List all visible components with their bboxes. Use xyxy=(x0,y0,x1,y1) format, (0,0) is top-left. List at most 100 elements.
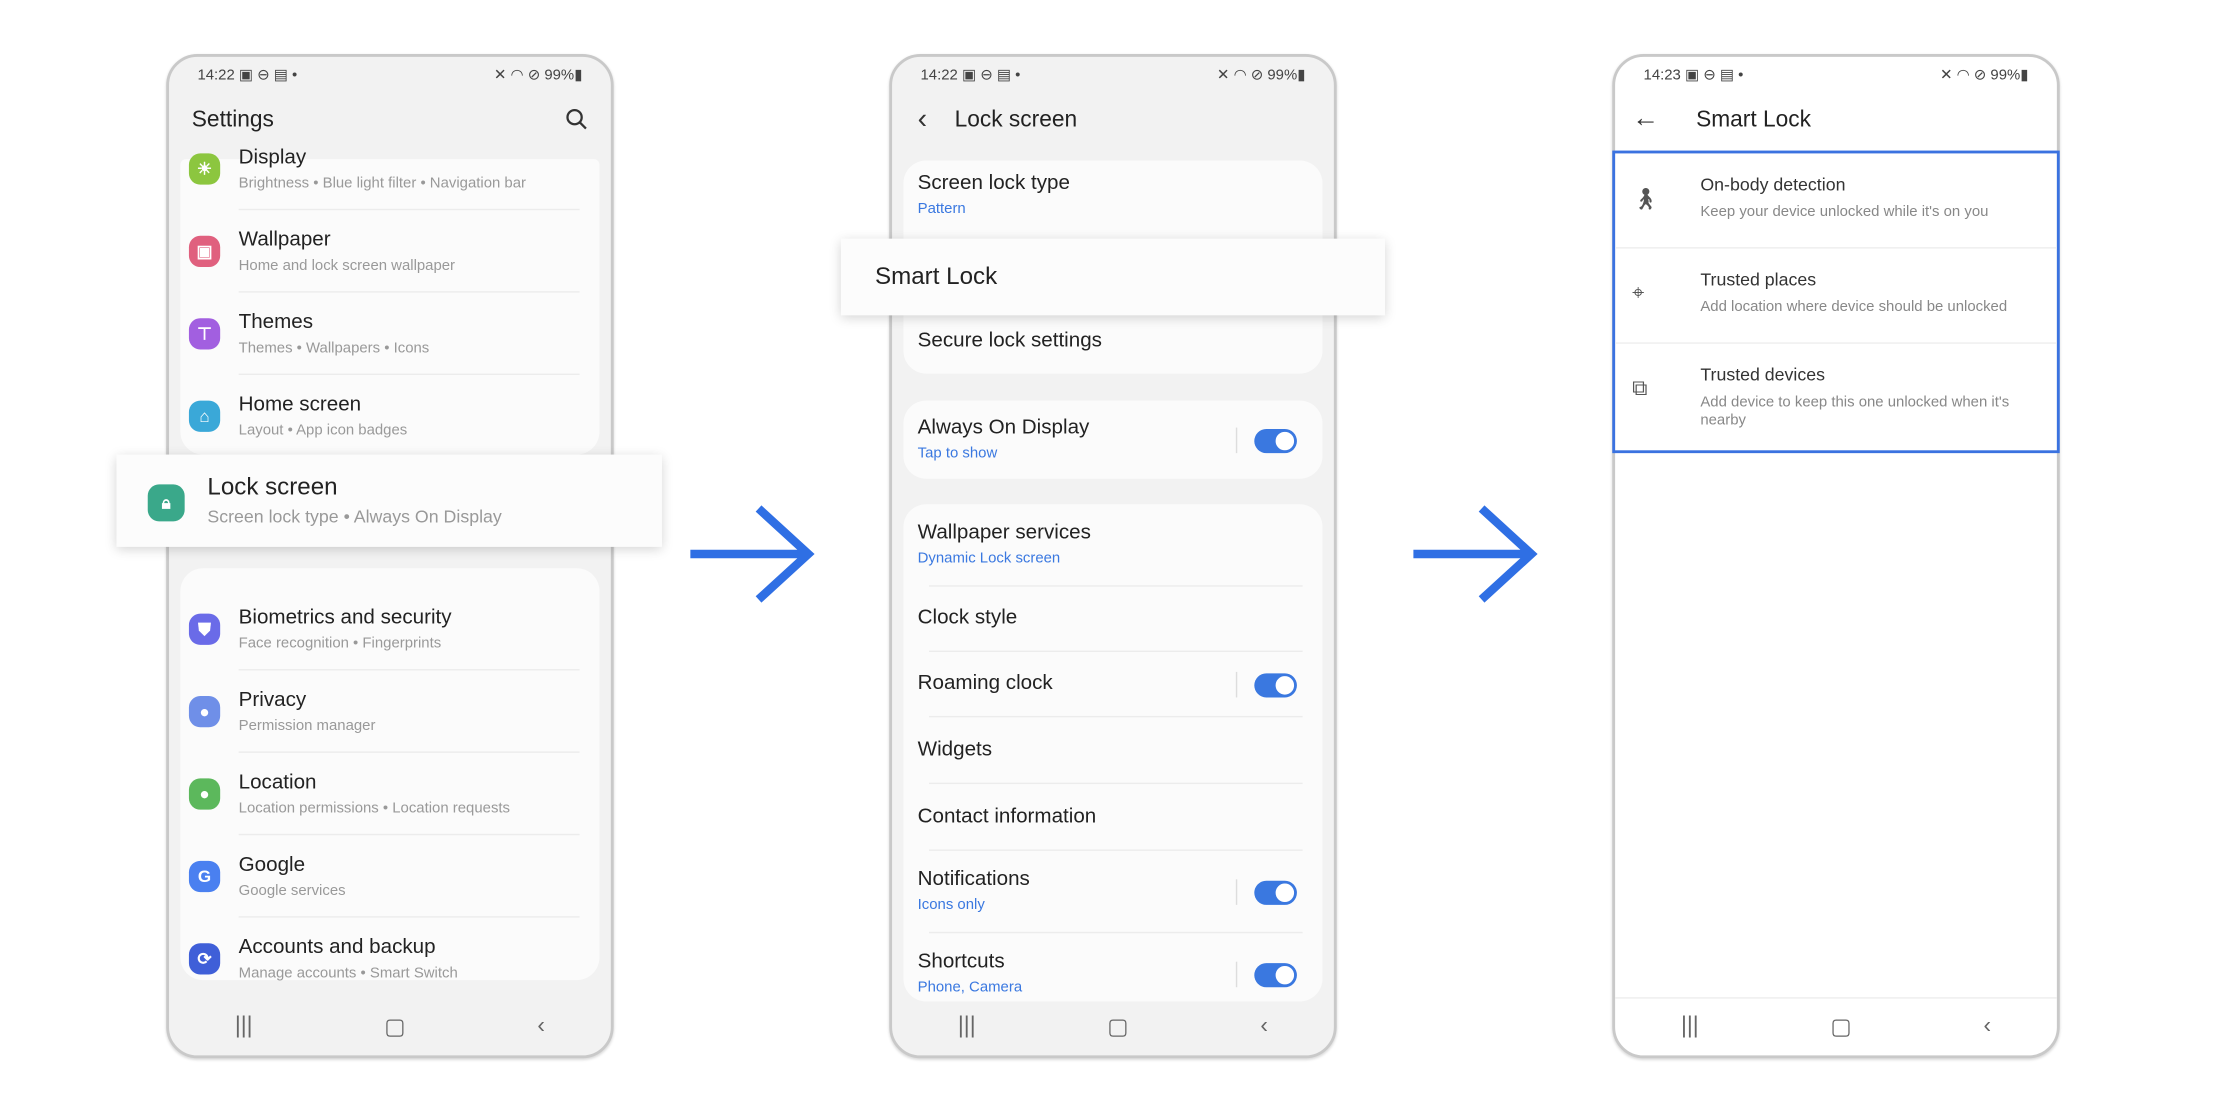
smart-lock-item-highlight[interactable]: Smart Lock xyxy=(840,238,1385,316)
lock-screen-item[interactable]: Clock style xyxy=(903,587,1322,653)
divider xyxy=(238,751,580,753)
item-title: Privacy xyxy=(238,688,307,712)
home-icon[interactable]: ▢ xyxy=(384,1015,406,1040)
lock-screen-item[interactable]: Widgets xyxy=(903,717,1322,785)
status-bar: 14:22 ▣ ⊖ ▤ • ✕ ◠ ⊘ 99%▮ xyxy=(920,66,1306,84)
item-subtitle: Layout • App icon badges xyxy=(238,421,408,439)
phone-settings: 14:22 ▣ ⊖ ▤ • ✕ ◠ ⊘ 99%▮ Settings ☀Displ… xyxy=(166,53,614,1059)
back-chevron-icon[interactable]: ‹ xyxy=(917,103,928,135)
back-icon[interactable]: ‹ xyxy=(1983,1014,1992,1039)
divider xyxy=(238,669,580,671)
item-title: Trusted devices xyxy=(1700,365,1826,385)
phone-smart-lock: 14:23 ▣ ⊖ ▤ • ✕ ◠ ⊘ 99%▮ ← Smart Lock 🚶︎… xyxy=(1612,53,2060,1059)
divider xyxy=(238,916,580,918)
toggle-switch[interactable] xyxy=(1254,673,1297,698)
item-title: Always On Display xyxy=(917,415,1090,439)
back-icon[interactable]: ‹ xyxy=(1260,1014,1268,1039)
item-subtitle: Icons only xyxy=(917,896,985,914)
page-title: Lock screen xyxy=(954,107,1078,133)
lock-screen-item[interactable]: Secure lock settings xyxy=(903,310,1322,374)
notification-icons: ▣ ⊖ ▤ • xyxy=(238,66,298,84)
home-icon[interactable]: ▢ xyxy=(1830,1015,1852,1040)
toggle-switch[interactable] xyxy=(1254,880,1297,905)
divider xyxy=(929,782,1303,785)
recents-icon[interactable]: ||| xyxy=(1680,1014,1699,1039)
toggle-switch[interactable] xyxy=(1254,963,1297,988)
privacy-icon: ● xyxy=(188,696,221,728)
item-subtitle: Manage accounts • Smart Switch xyxy=(238,964,458,982)
arrow-right-icon xyxy=(1413,505,1538,603)
back-icon[interactable]: ‹ xyxy=(537,1014,545,1039)
home-icon[interactable]: ▢ xyxy=(1107,1015,1129,1040)
item-title: Secure lock settings xyxy=(917,328,1102,352)
divider xyxy=(1235,671,1238,698)
recents-icon[interactable]: ||| xyxy=(234,1014,253,1039)
recents-icon[interactable]: ||| xyxy=(957,1014,976,1039)
nav-bar: ||| ▢ ‹ xyxy=(169,999,611,1056)
item-title: Accounts and backup xyxy=(238,936,436,959)
devices-icon: ⧉ xyxy=(1632,376,1648,401)
walking-icon: 🚶︎ xyxy=(1632,187,1660,212)
item-subtitle: Location permissions • Location requests xyxy=(238,799,511,817)
item-subtitle: Brightness • Blue light filter • Navigat… xyxy=(238,174,527,192)
item-title: Wallpaper services xyxy=(917,521,1091,545)
divider xyxy=(1235,426,1238,453)
lock-screen-item[interactable]: Roaming clock xyxy=(903,652,1322,718)
divider xyxy=(238,373,580,376)
divider xyxy=(238,291,580,293)
page-title: Settings xyxy=(191,107,274,133)
item-title: Biometrics and security xyxy=(238,606,452,630)
lock-screen-item[interactable]: Contact information xyxy=(903,784,1322,851)
divider xyxy=(1615,342,2057,344)
home-icon: ⌂ xyxy=(188,400,221,432)
status-time: 14:22 xyxy=(197,66,235,84)
sun-icon: ☀ xyxy=(188,153,221,185)
item-title: Clock style xyxy=(917,606,1018,630)
item-subtitle: Add location where device should be unlo… xyxy=(1700,298,2008,316)
item-subtitle: Keep your device unlocked while it's on … xyxy=(1700,203,1989,221)
notification-icons: ▣ ⊖ ▤ • xyxy=(1685,66,1744,84)
status-time: 14:22 xyxy=(920,66,958,84)
back-arrow-icon[interactable]: ← xyxy=(1632,103,1660,134)
search-icon[interactable] xyxy=(565,108,588,131)
item-subtitle: Face recognition • Fingerprints xyxy=(238,634,442,653)
item-title: Widgets xyxy=(917,737,993,761)
shield-icon: ⛊ xyxy=(188,613,221,645)
divider xyxy=(1235,879,1238,905)
location-icon: ● xyxy=(188,778,221,810)
item-subtitle: Add device to keep this one unlocked whe… xyxy=(1700,393,2010,429)
notification-icons: ▣ ⊖ ▤ • xyxy=(961,66,1021,84)
item-subtitle: Themes • Wallpapers • Icons xyxy=(238,339,430,357)
toggle-switch[interactable] xyxy=(1254,428,1297,453)
item-subtitle: Home and lock screen wallpaper xyxy=(238,257,456,275)
battery-level: 99% xyxy=(544,66,575,84)
status-bar: 14:23 ▣ ⊖ ▤ • ✕ ◠ ⊘ 99%▮ xyxy=(1643,66,2029,84)
lock-screen-item-highlight[interactable]: 🔒︎ Lock screen Screen lock type • Always… xyxy=(116,454,662,547)
divider xyxy=(929,585,1303,587)
highlight-box xyxy=(1612,150,2060,454)
battery-level: 99% xyxy=(1267,66,1298,84)
phone-lock-screen: 14:22 ▣ ⊖ ▤ • ✕ ◠ ⊘ 99%▮ ‹ Lock screen S… xyxy=(889,53,1337,1059)
status-time: 14:23 xyxy=(1643,66,1681,84)
divider xyxy=(929,849,1303,851)
